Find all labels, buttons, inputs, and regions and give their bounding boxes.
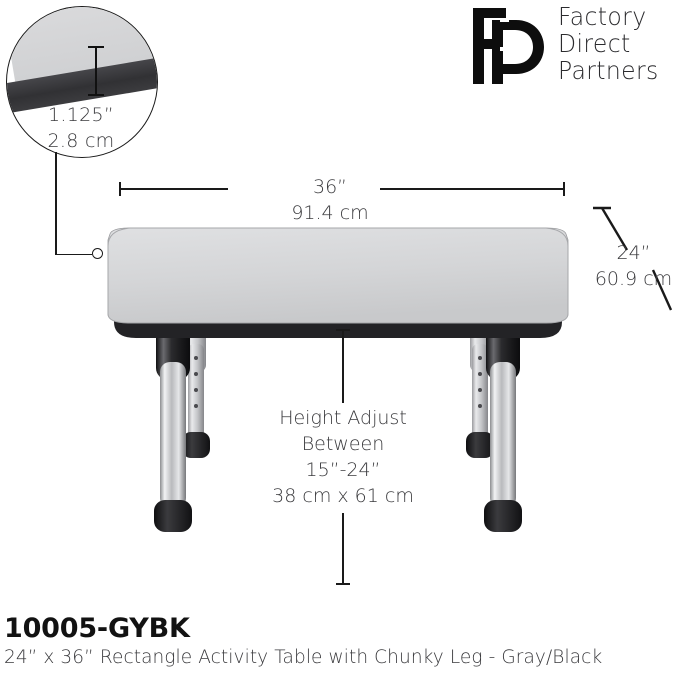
width-dimension-label: 36” 91.4 cm [255, 174, 405, 226]
table-top [107, 227, 569, 338]
height-dimension-line-top [342, 330, 345, 403]
height-dimension-tick-bottom [336, 583, 350, 586]
width-dimension-line-left [120, 188, 228, 191]
activity-table-illustration [107, 227, 569, 532]
thickness-measure-bar [88, 46, 104, 96]
product-sku: 10005-GYBK [4, 613, 190, 644]
thickness-labels: 1.125” 2.8 cm [6, 102, 156, 154]
height-label-line-2: Between [301, 433, 385, 455]
brand-name-line-2: Direct [558, 29, 631, 58]
height-dimension-label: Height Adjust Between 15”-24” 38 cm x 61… [248, 405, 438, 509]
callout-leader-endpoint [92, 248, 103, 259]
thickness-callout: 1.125” 2.8 cm [6, 6, 158, 158]
width-dimension-line-right [380, 188, 565, 191]
depth-inches-label: 24” [616, 242, 651, 264]
width-inches-label: 36” [312, 176, 348, 198]
callout-circle [6, 6, 158, 158]
thickness-inches-label: 1.125” [47, 104, 115, 126]
depth-dimension-label: 24” 60.9 cm [588, 240, 679, 292]
fp-monogram-icon [473, 8, 544, 84]
brand-name: Factory Direct Partners [558, 3, 670, 84]
height-label-line-1: Height Adjust [279, 407, 407, 429]
callout-leader-horizontal [55, 253, 92, 256]
width-cm-label: 91.4 cm [291, 202, 369, 224]
height-dimension-line-bottom [342, 513, 345, 585]
brand-name-line-1: Factory [558, 2, 647, 31]
height-label-line-4: 38 cm x 61 cm [272, 485, 414, 507]
depth-dimension-line [593, 206, 673, 311]
brand-name-line-3: Partners [558, 56, 659, 85]
depth-cm-label: 60.9 cm [594, 268, 673, 290]
brand-logo: Factory Direct Partners [470, 3, 670, 90]
product-description: 24” x 36” Rectangle Activity Table with … [4, 647, 603, 668]
thickness-cm-label: 2.8 cm [47, 130, 115, 152]
callout-leader-vertical [55, 152, 57, 255]
product-caption: 10005-GYBK 24” x 36” Rectangle Activity … [4, 613, 679, 671]
width-dimension-tick-right [563, 182, 566, 196]
height-label-line-3: 15”-24” [305, 459, 381, 481]
